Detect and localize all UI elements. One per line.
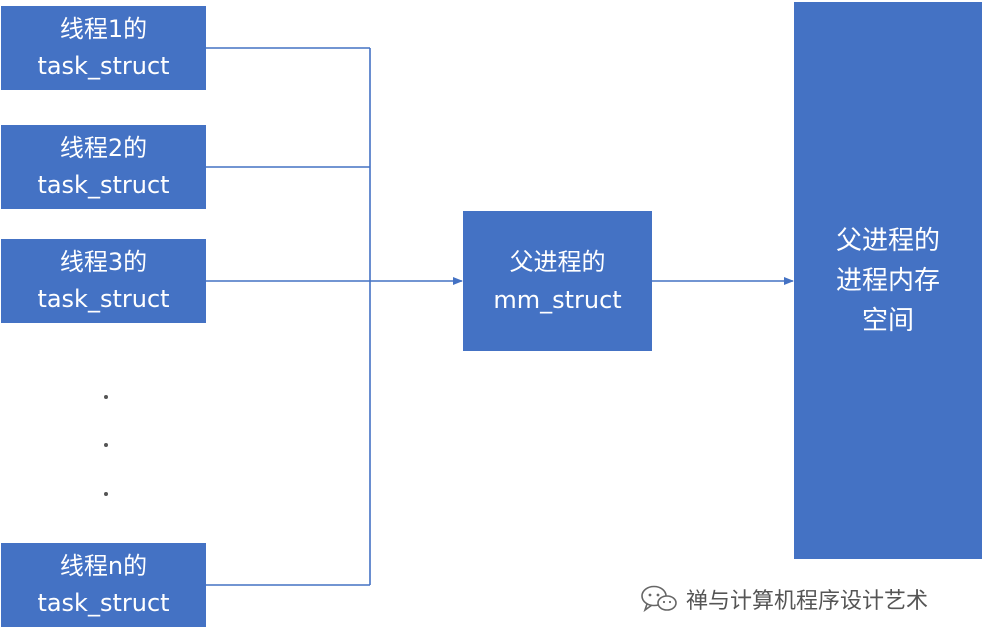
thread-2-task-struct: 线程2的 task_struct <box>1 125 206 209</box>
mm-struct-label: 父进程的 <box>509 248 606 276</box>
thread-n-task-struct: 线程n的 task_struct <box>1 543 206 627</box>
watermark: 禅与计算机程序设计艺术 <box>640 582 928 616</box>
parent-mm-struct: 父进程的 mm_struct <box>463 211 652 351</box>
thread-2-label: 线程2的 <box>59 134 148 162</box>
thread-1-struct-name: task_struct <box>37 52 170 80</box>
thread-3-task-struct: 线程3的 task_struct <box>1 239 206 323</box>
ellipsis-dot-2 <box>104 443 108 447</box>
thread-n-label: 线程n的 <box>59 552 148 580</box>
memory-line-1: 父进程的 <box>835 225 940 256</box>
mm-struct-name: mm_struct <box>493 286 622 314</box>
thread-3-label: 线程3的 <box>59 248 148 276</box>
ellipsis-dot-1 <box>104 395 108 399</box>
thread-1-label: 线程1的 <box>59 15 148 43</box>
thread-3-struct-name: task_struct <box>37 285 170 313</box>
parent-process-memory: 父进程的 进程内存 空间 <box>794 2 982 559</box>
thread-2-struct-name: task_struct <box>37 171 170 199</box>
thread-n-struct-name: task_struct <box>37 589 170 617</box>
wechat-icon <box>641 585 677 613</box>
ellipsis-dot-3 <box>104 492 108 496</box>
memory-line-2: 进程内存 <box>835 265 940 296</box>
watermark-text: 禅与计算机程序设计艺术 <box>686 589 929 614</box>
thread-1-task-struct: 线程1的 task_struct <box>1 6 206 90</box>
memory-line-3: 空间 <box>861 305 914 336</box>
